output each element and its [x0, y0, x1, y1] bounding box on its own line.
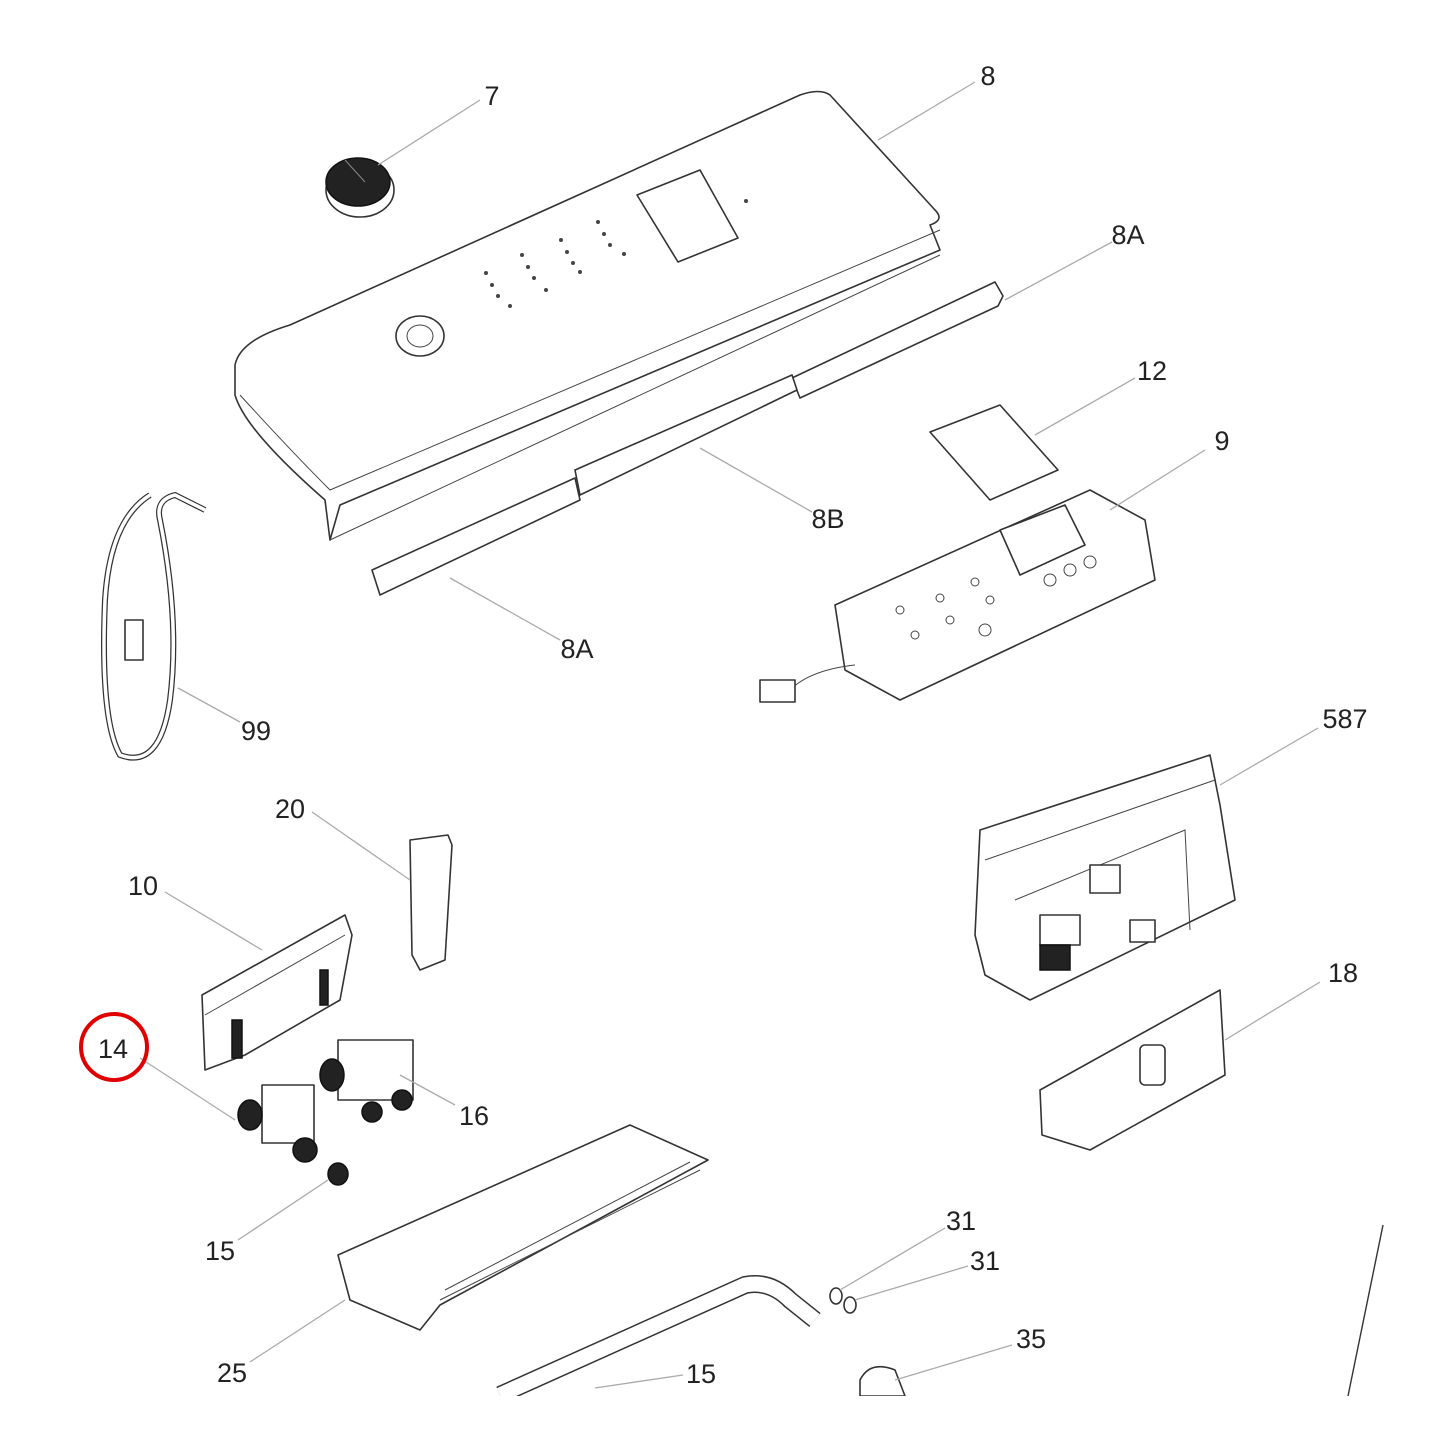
callout-15-bottom: 15 — [686, 1359, 716, 1389]
part-8a-trim-top — [791, 281, 1004, 399]
part-12-lens — [929, 404, 1059, 501]
part-16-inlet-valve — [319, 1039, 414, 1123]
callout-25: 25 — [217, 1358, 247, 1388]
callout-15-top: 15 — [205, 1236, 235, 1266]
callout-31-a: 31 — [946, 1206, 976, 1236]
part-8a-trim-bottom — [371, 477, 581, 596]
callout-18: 18 — [1328, 958, 1358, 988]
part-14-inlet-valve — [237, 1084, 318, 1163]
callout-9: 9 — [1214, 426, 1229, 456]
part-7-knob — [325, 157, 395, 218]
part-8-control-panel — [234, 90, 941, 541]
callout-7: 7 — [484, 81, 499, 111]
part-10-bracket — [201, 914, 353, 1071]
callout-8a-top: 8A — [1111, 220, 1144, 250]
part-9-control-board — [759, 489, 1156, 703]
callout-16: 16 — [459, 1101, 489, 1131]
part-15-filter — [327, 1162, 349, 1186]
part-31-o-ring — [843, 1296, 857, 1314]
callout-14: 14 — [98, 1034, 128, 1064]
callout-20: 20 — [275, 794, 305, 824]
callout-10: 10 — [128, 871, 158, 901]
highlight-circle — [79, 1012, 149, 1082]
part-99-power-cord — [101, 491, 207, 761]
part-587-main-board — [974, 754, 1236, 1001]
callout-12: 12 — [1137, 356, 1167, 386]
callout-8b: 8B — [811, 504, 844, 534]
callout-8a-bottom: 8A — [560, 634, 593, 664]
callout-587: 587 — [1322, 704, 1367, 734]
callout-8: 8 — [980, 61, 995, 91]
part-35-clamp — [859, 1365, 906, 1396]
part-8b-trim — [574, 374, 798, 496]
callout-99: 99 — [241, 716, 271, 746]
part-31-o-ring — [829, 1287, 843, 1305]
callout-35: 35 — [1016, 1324, 1046, 1354]
part-18-cover — [1039, 989, 1226, 1151]
callout-31-b: 31 — [970, 1246, 1000, 1276]
callout-labels: 7 8 8A 12 9 8B 8A 99 587 20 10 18 14 16 … — [79, 61, 1368, 1389]
part-25-dispenser — [337, 1124, 709, 1331]
leader-lines — [139, 81, 1321, 1389]
part-20-bracket — [409, 834, 453, 971]
